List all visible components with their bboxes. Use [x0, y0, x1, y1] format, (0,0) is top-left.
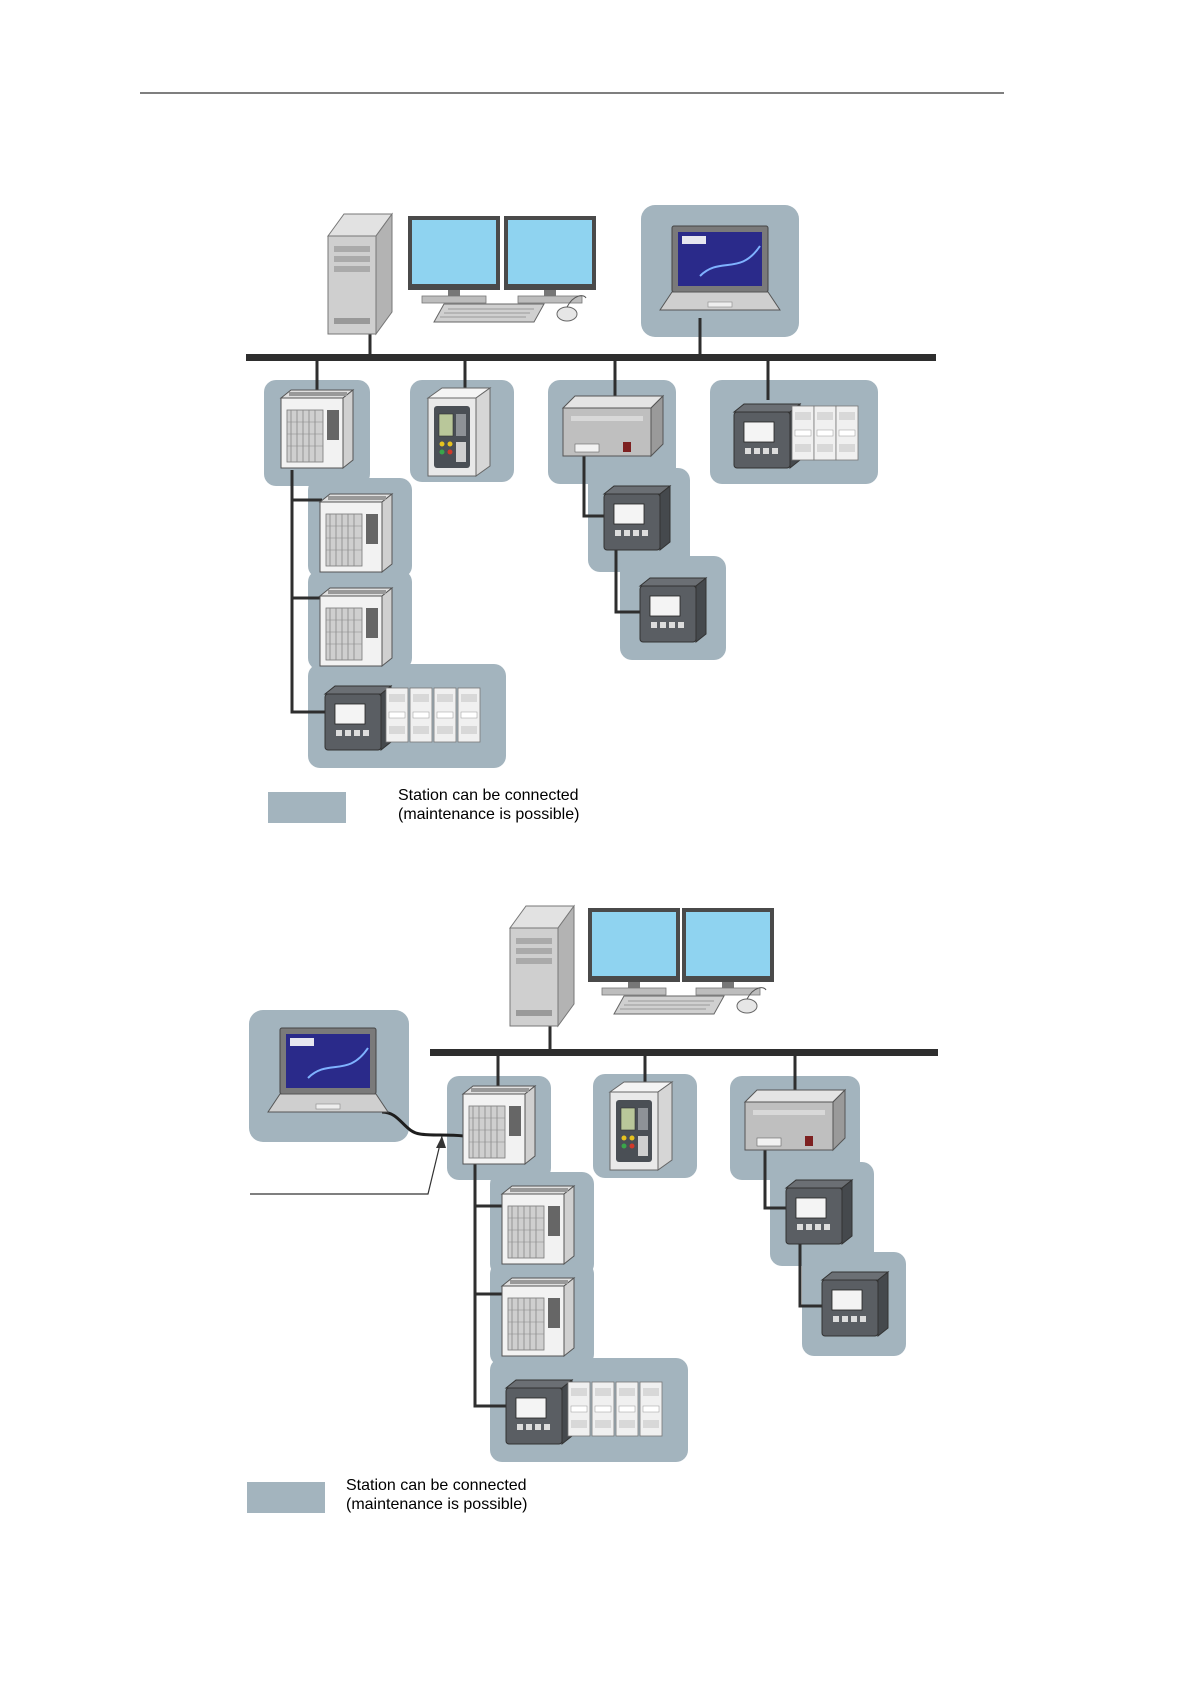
- pc-tower-icon: [328, 214, 392, 334]
- network-bus: [430, 1049, 938, 1056]
- rack-unit-icon: [281, 390, 353, 468]
- legend-swatch: [268, 792, 346, 823]
- meter-unit-icon: [786, 1180, 852, 1244]
- legend-text: Station can be connected (maintenance is…: [346, 1476, 527, 1514]
- controller-unit-icon: [745, 1090, 845, 1150]
- rack-unit-icon: [502, 1278, 574, 1356]
- monitor-icon: [682, 908, 774, 995]
- monitor-icon: [504, 216, 596, 303]
- laptop-icon: [268, 1028, 388, 1112]
- legend-line-1: Station can be connected: [346, 1476, 527, 1495]
- meter-io-block-icon: [734, 404, 858, 468]
- laptop-icon: [660, 226, 780, 310]
- legend-line-1: Station can be connected: [398, 786, 579, 805]
- relay-unit-icon: [428, 388, 490, 476]
- legend-line-2: (maintenance is possible): [346, 1495, 527, 1514]
- controller-unit-icon: [563, 396, 663, 456]
- meter-unit-icon: [640, 578, 706, 642]
- pointer-line: [250, 1136, 442, 1194]
- legend-line-2: (maintenance is possible): [398, 805, 579, 824]
- legend-text: Station can be connected (maintenance is…: [398, 786, 579, 824]
- rack-unit-icon: [463, 1086, 535, 1164]
- figure-1: [246, 205, 936, 823]
- pc-tower-icon: [510, 906, 574, 1026]
- rack-unit-icon: [502, 1186, 574, 1264]
- meter-unit-icon: [604, 486, 670, 550]
- monitor-icon: [408, 216, 500, 303]
- rack-unit-icon: [320, 494, 392, 572]
- rack-unit-icon: [320, 588, 392, 666]
- figure-2: [247, 906, 938, 1513]
- network-bus: [246, 354, 936, 361]
- monitor-icon: [588, 908, 680, 995]
- legend-swatch: [247, 1482, 325, 1513]
- meter-unit-icon: [822, 1272, 888, 1336]
- relay-unit-icon: [610, 1082, 672, 1170]
